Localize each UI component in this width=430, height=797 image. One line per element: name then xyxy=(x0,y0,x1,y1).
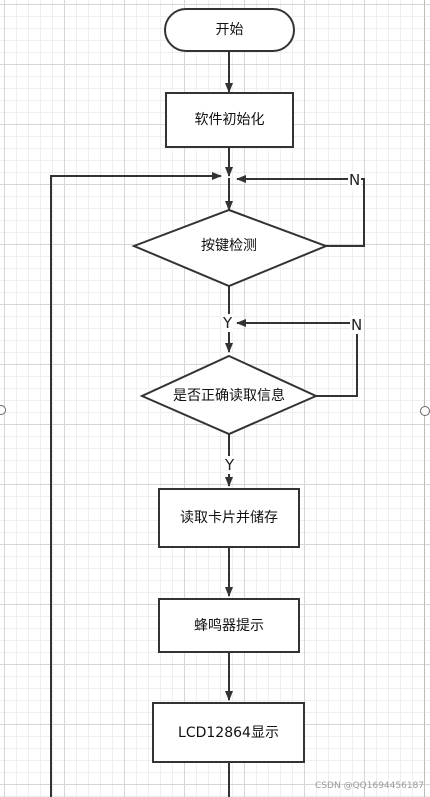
buzzer-label: 蜂鸣器提示 xyxy=(194,617,264,634)
key-check-label: 按键检测 xyxy=(201,238,257,254)
read-store-process[interactable]: 读取卡片并储存 xyxy=(158,488,300,548)
left-resize-handle[interactable] xyxy=(0,405,6,415)
init-label: 软件初始化 xyxy=(194,112,265,128)
yes-label-key-check: Y xyxy=(222,314,234,332)
right-resize-handle[interactable] xyxy=(420,406,430,416)
buzzer-process[interactable]: 蜂鸣器提示 xyxy=(158,598,300,653)
decision-read-ok-shape xyxy=(139,354,319,436)
edge-keycheck-no-loop xyxy=(236,175,365,247)
start-label: 开始 xyxy=(215,22,244,38)
read-ok-label: 是否正确读取信息 xyxy=(173,388,285,404)
no-label-read-ok: N xyxy=(350,316,364,334)
edge-readok-no-loop xyxy=(236,319,358,397)
decision-key-check-shape xyxy=(131,208,329,288)
edge-return-loop xyxy=(50,172,222,797)
yes-label-read-ok: Y xyxy=(224,456,236,474)
read-store-label: 读取卡片并储存 xyxy=(180,510,278,526)
page-edge-line xyxy=(424,0,425,797)
no-label-key-check: N xyxy=(348,171,362,189)
start-terminal[interactable]: 开始 xyxy=(164,8,295,52)
lcd-label: LCD12864显示 xyxy=(178,724,279,741)
init-process[interactable]: 软件初始化 xyxy=(165,92,294,148)
watermark-text: CSDN @QQ1694456187 xyxy=(315,781,424,791)
lcd-process[interactable]: LCD12864显示 xyxy=(152,702,305,763)
